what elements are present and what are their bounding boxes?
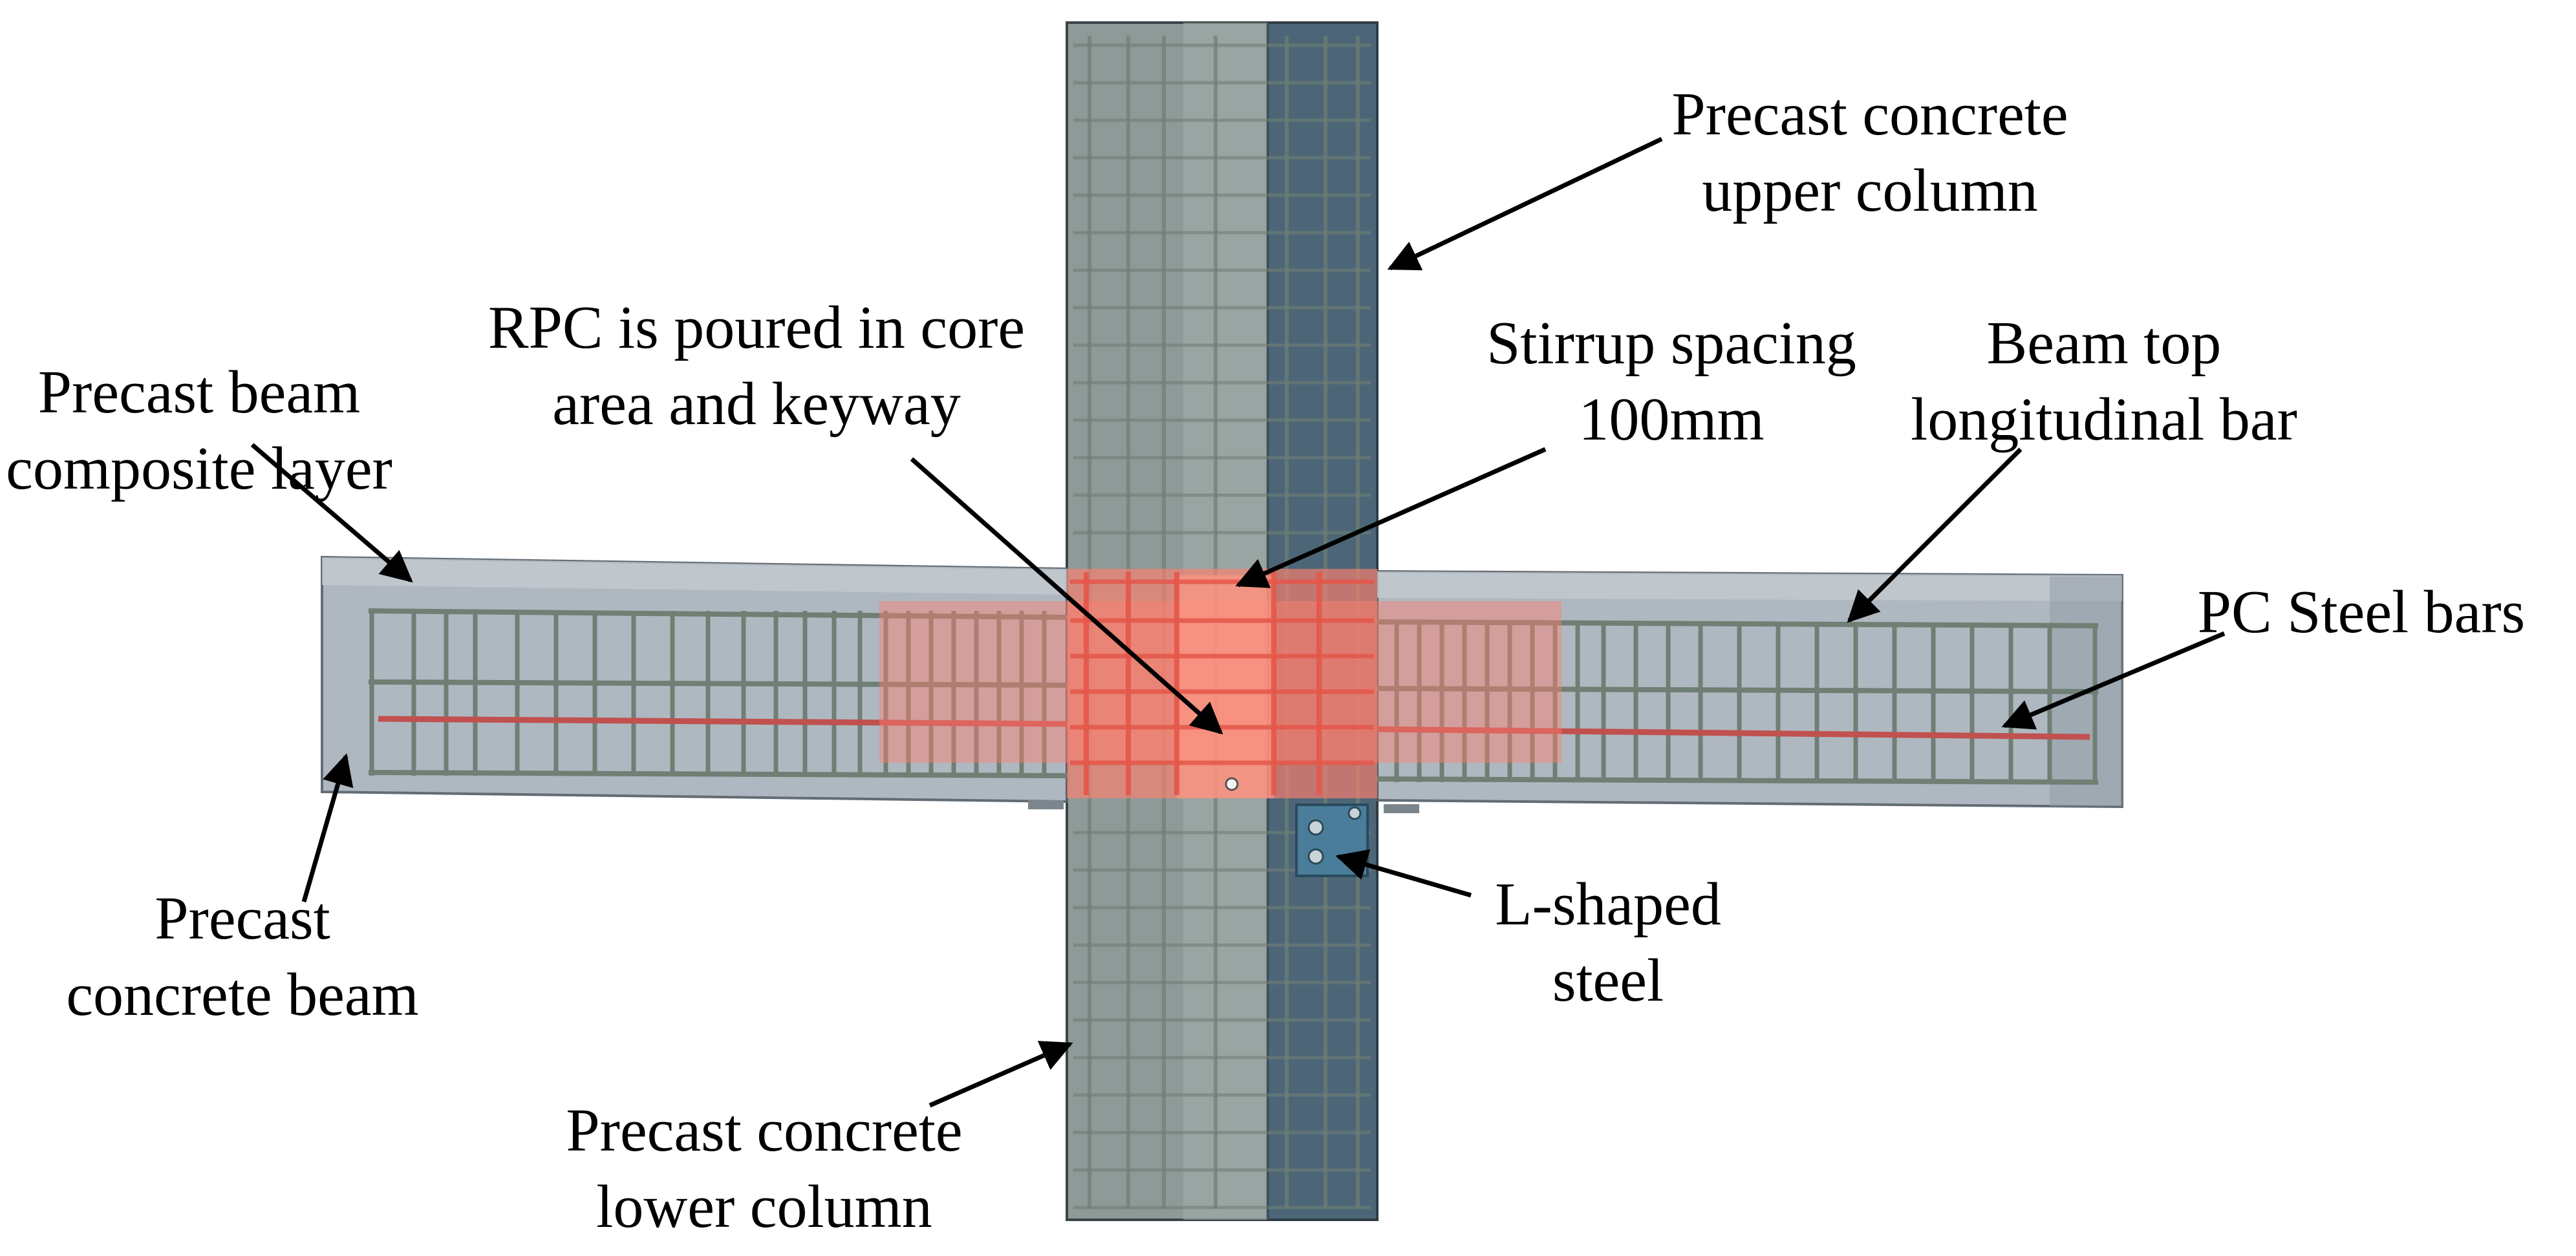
label-beam-top-bar-line2: longitudinal bar xyxy=(1911,386,2297,453)
beam-longitudinal-bar-1 xyxy=(368,679,1068,688)
arrow-pc-steel-bars xyxy=(2001,631,2226,730)
label-precast-beam: Precast concrete beam xyxy=(66,880,418,1033)
beam-seat-plate-left xyxy=(1028,800,1064,809)
label-upper-column: Precast concrete upper column xyxy=(1671,76,2068,229)
arrow-lower-column xyxy=(928,1041,1073,1108)
beam-composite-layer-right xyxy=(1377,571,2122,601)
label-rpc-core: RPC is poured in core area and keyway xyxy=(488,290,1025,442)
label-beam-top-bar-line1: Beam top xyxy=(1986,310,2222,377)
label-composite-layer-line1: Precast beam xyxy=(38,359,361,426)
precast-beam xyxy=(321,555,2123,809)
arrow-rpc-core xyxy=(910,457,1223,735)
angle-bolt-2 xyxy=(1307,848,1324,865)
pc-steel-bar-left xyxy=(378,716,1068,727)
label-l-shaped-steel-line1: L-shaped xyxy=(1495,871,1721,938)
callout-arrows xyxy=(250,136,2226,1108)
pc-steel-bar-right xyxy=(1377,726,2090,740)
arrow-beam-top-bar xyxy=(1847,447,2023,623)
arrow-precast-beam xyxy=(301,753,354,902)
label-beam-top-bar: Beam top longitudinal bar xyxy=(1911,305,2297,458)
label-l-shaped-steel-line2: steel xyxy=(1552,947,1664,1014)
arrow-upper-column xyxy=(1387,136,1663,271)
label-stirrup-spacing: Stirrup spacing 100mm xyxy=(1487,305,1856,458)
label-precast-beam-line1: Precast xyxy=(155,885,330,952)
beam-seat-plate-right xyxy=(1384,804,1419,813)
beam-longitudinal-bar-0 xyxy=(368,608,1068,620)
label-pc-steel-bars: PC Steel bars xyxy=(2198,574,2526,650)
l-shaped-steel-angle xyxy=(1028,800,1419,877)
label-lower-column: Precast concrete lower column xyxy=(566,1092,962,1245)
label-composite-layer: Precast beam composite layer xyxy=(6,354,392,507)
label-lower-column-line2: lower column xyxy=(596,1173,932,1240)
arrow-stirrup xyxy=(1235,447,1547,588)
label-composite-layer-line2: composite layer xyxy=(6,435,392,502)
beam-longitudinal-bar-2 xyxy=(368,770,1068,778)
core-marker-point xyxy=(1225,777,1239,791)
label-precast-beam-line2: concrete beam xyxy=(66,961,419,1028)
label-upper-column-line1: Precast concrete xyxy=(1671,81,2068,148)
label-upper-column-line2: upper column xyxy=(1702,157,2038,224)
rpc-core-region xyxy=(879,569,1562,798)
label-l-shaped-steel: L-shaped steel xyxy=(1495,866,1721,1019)
label-rpc-core-line2: area and keyway xyxy=(552,370,961,438)
beam-composite-layer-left xyxy=(322,557,1067,595)
label-pc-steel-bars-line1: PC Steel bars xyxy=(2197,579,2526,646)
angle-bolt-3 xyxy=(1347,806,1362,820)
label-stirrup-spacing-line2: 100mm xyxy=(1578,386,1765,453)
arrow-l-shaped-steel xyxy=(1335,849,1472,898)
arrow-composite-layer xyxy=(250,443,413,583)
angle-bolt-1 xyxy=(1307,819,1324,836)
label-stirrup-spacing-line1: Stirrup spacing xyxy=(1487,310,1856,377)
label-lower-column-line1: Precast concrete xyxy=(566,1097,963,1164)
label-rpc-core-line1: RPC is poured in core xyxy=(488,294,1025,361)
